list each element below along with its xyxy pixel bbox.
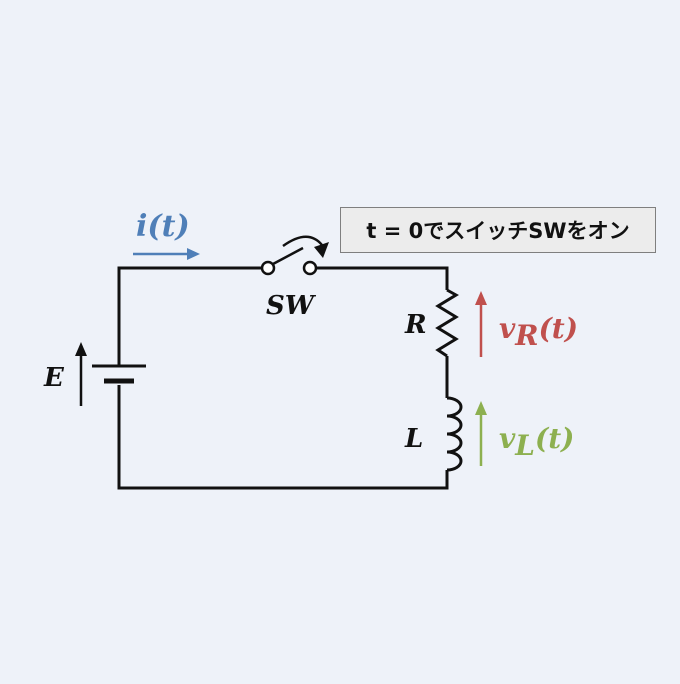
resistor-label: R [404,310,427,340]
resistor-voltage-arrow [475,291,487,357]
wire-top-right [316,266,449,290]
circuit-wires [117,266,449,490]
vl-argument: (t) [535,422,574,455]
switch-action-arc [282,235,323,248]
switch-terminal-left [260,260,276,276]
vl-subscript: L [514,429,535,462]
vl-main: v [499,422,516,455]
vr-main: v [499,312,516,345]
switch-label: SW [266,291,317,321]
vr-subscript: R [514,319,538,352]
inductor-voltage-label: vL(t) [499,422,574,462]
switch-action-arrowhead [314,242,329,258]
switch-terminal-right [302,260,318,276]
resistor-symbol [435,288,459,358]
source-arrow-head [75,342,87,356]
current-label: i(t) [136,209,190,244]
switch-note-box: t = 0でスイッチSWをオン [340,207,656,253]
switch-blade [272,246,304,266]
source-voltage-arrow [75,342,87,406]
inductor-voltage-arrow [475,401,487,466]
inductor-symbol [446,396,463,472]
inductor-label: L [404,424,423,454]
source-label: E [43,363,65,393]
resistor-zigzag [435,288,459,358]
wire-left-top [117,266,262,367]
current-arrow-head [187,248,200,260]
battery-symbol [92,364,146,384]
switch-note-text: t = 0でスイッチSWをオン [366,219,630,243]
vr-arrow-head [475,291,487,305]
current-arrow [133,248,200,260]
inductor-coil [446,396,463,472]
switch-symbol [260,235,329,276]
wire-bottom [117,385,449,490]
vr-argument: (t) [539,312,578,345]
resistor-voltage-label: vR(t) [499,312,578,352]
vl-arrow-head [475,401,487,415]
